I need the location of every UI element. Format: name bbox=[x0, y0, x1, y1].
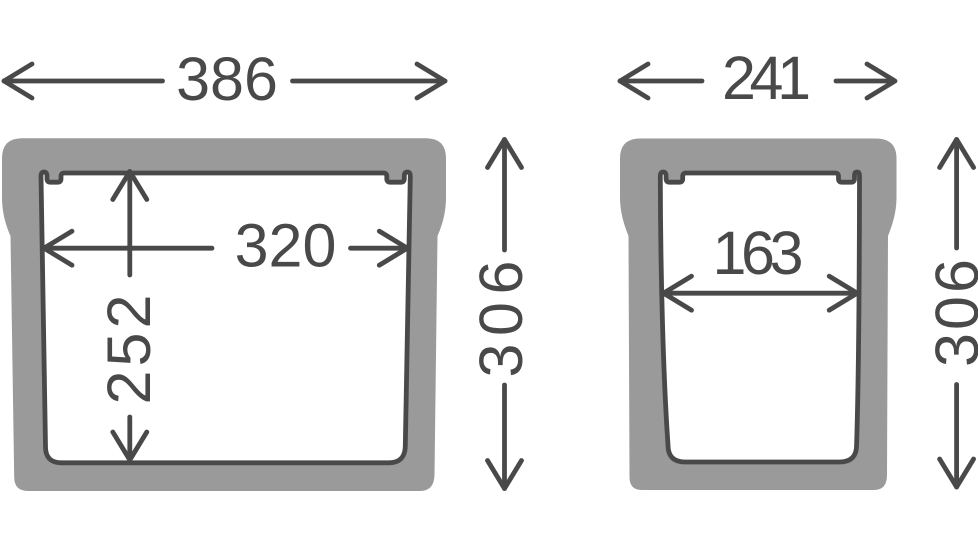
svg-text:241: 241 bbox=[722, 44, 811, 112]
svg-text:306: 306 bbox=[923, 259, 978, 367]
svg-text:252: 252 bbox=[95, 295, 163, 405]
svg-text:320: 320 bbox=[235, 212, 337, 280]
svg-text:306: 306 bbox=[467, 261, 535, 378]
svg-text:386: 386 bbox=[176, 45, 278, 113]
svg-text:163: 163 bbox=[713, 219, 804, 287]
